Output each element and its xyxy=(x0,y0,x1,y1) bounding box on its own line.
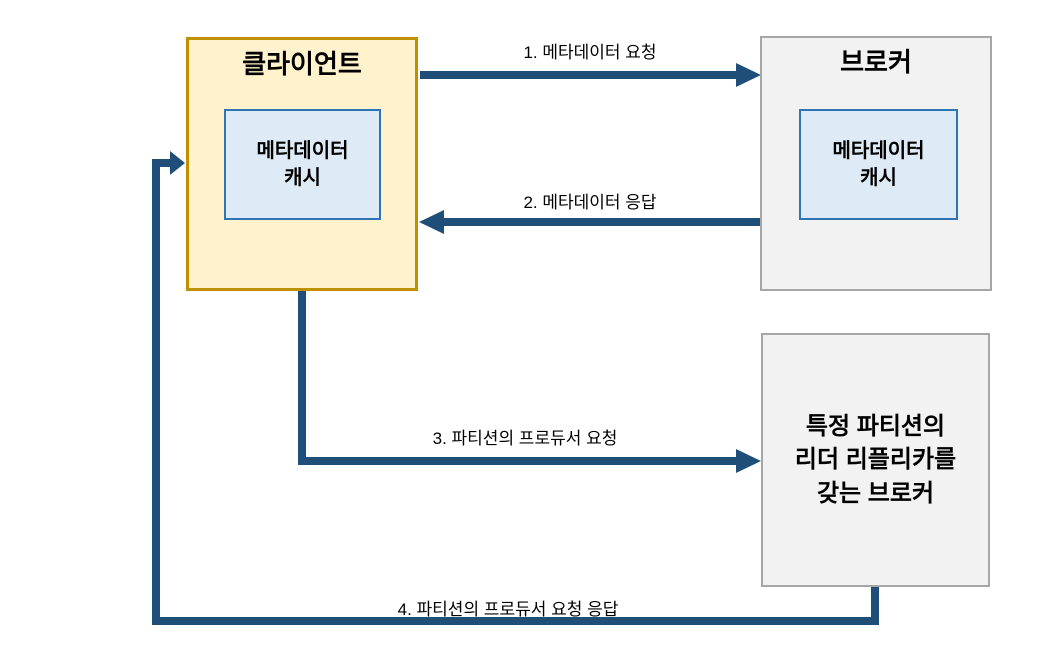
client-title: 클라이언트 xyxy=(242,49,362,79)
arrow-2-label: 2. 메타데이터 응답 xyxy=(523,193,657,212)
client-node: 클라이언트 메타데이터 캐시 xyxy=(186,37,418,291)
arrow-3-produce-request xyxy=(298,291,738,465)
arrow-2-head-icon xyxy=(419,210,444,234)
arrow-3-head-icon xyxy=(736,449,761,473)
arrow-4-label: 4. 파티션의 프로듀서 요청 응답 xyxy=(397,600,619,619)
arrow-4-produce-response xyxy=(152,159,879,625)
broker-title: 브로커 xyxy=(840,47,912,77)
client-metadata-cache-label: 메타데이터 캐시 xyxy=(256,139,349,189)
broker-metadata-cache-box: 메타데이터 캐시 xyxy=(799,109,958,220)
leader-broker-node: 특정 파티션의 리더 리플리카를 갖는 브로커 xyxy=(761,333,990,587)
leader-broker-label: 특정 파티션의 리더 리플리카를 갖는 브로커 xyxy=(794,413,957,507)
arrow-1-label: 1. 메타데이터 요청 xyxy=(523,43,657,62)
broker-metadata-cache-label: 메타데이터 캐시 xyxy=(832,139,925,189)
client-metadata-cache-box: 메타데이터 캐시 xyxy=(224,109,381,220)
arrow-1-head-icon xyxy=(736,63,761,87)
arrow-4-head-icon xyxy=(170,151,185,175)
arrow-3-label: 3. 파티션의 프로듀서 요청 xyxy=(432,429,618,448)
broker-node: 브로커 메타데이터 캐시 xyxy=(760,36,992,291)
